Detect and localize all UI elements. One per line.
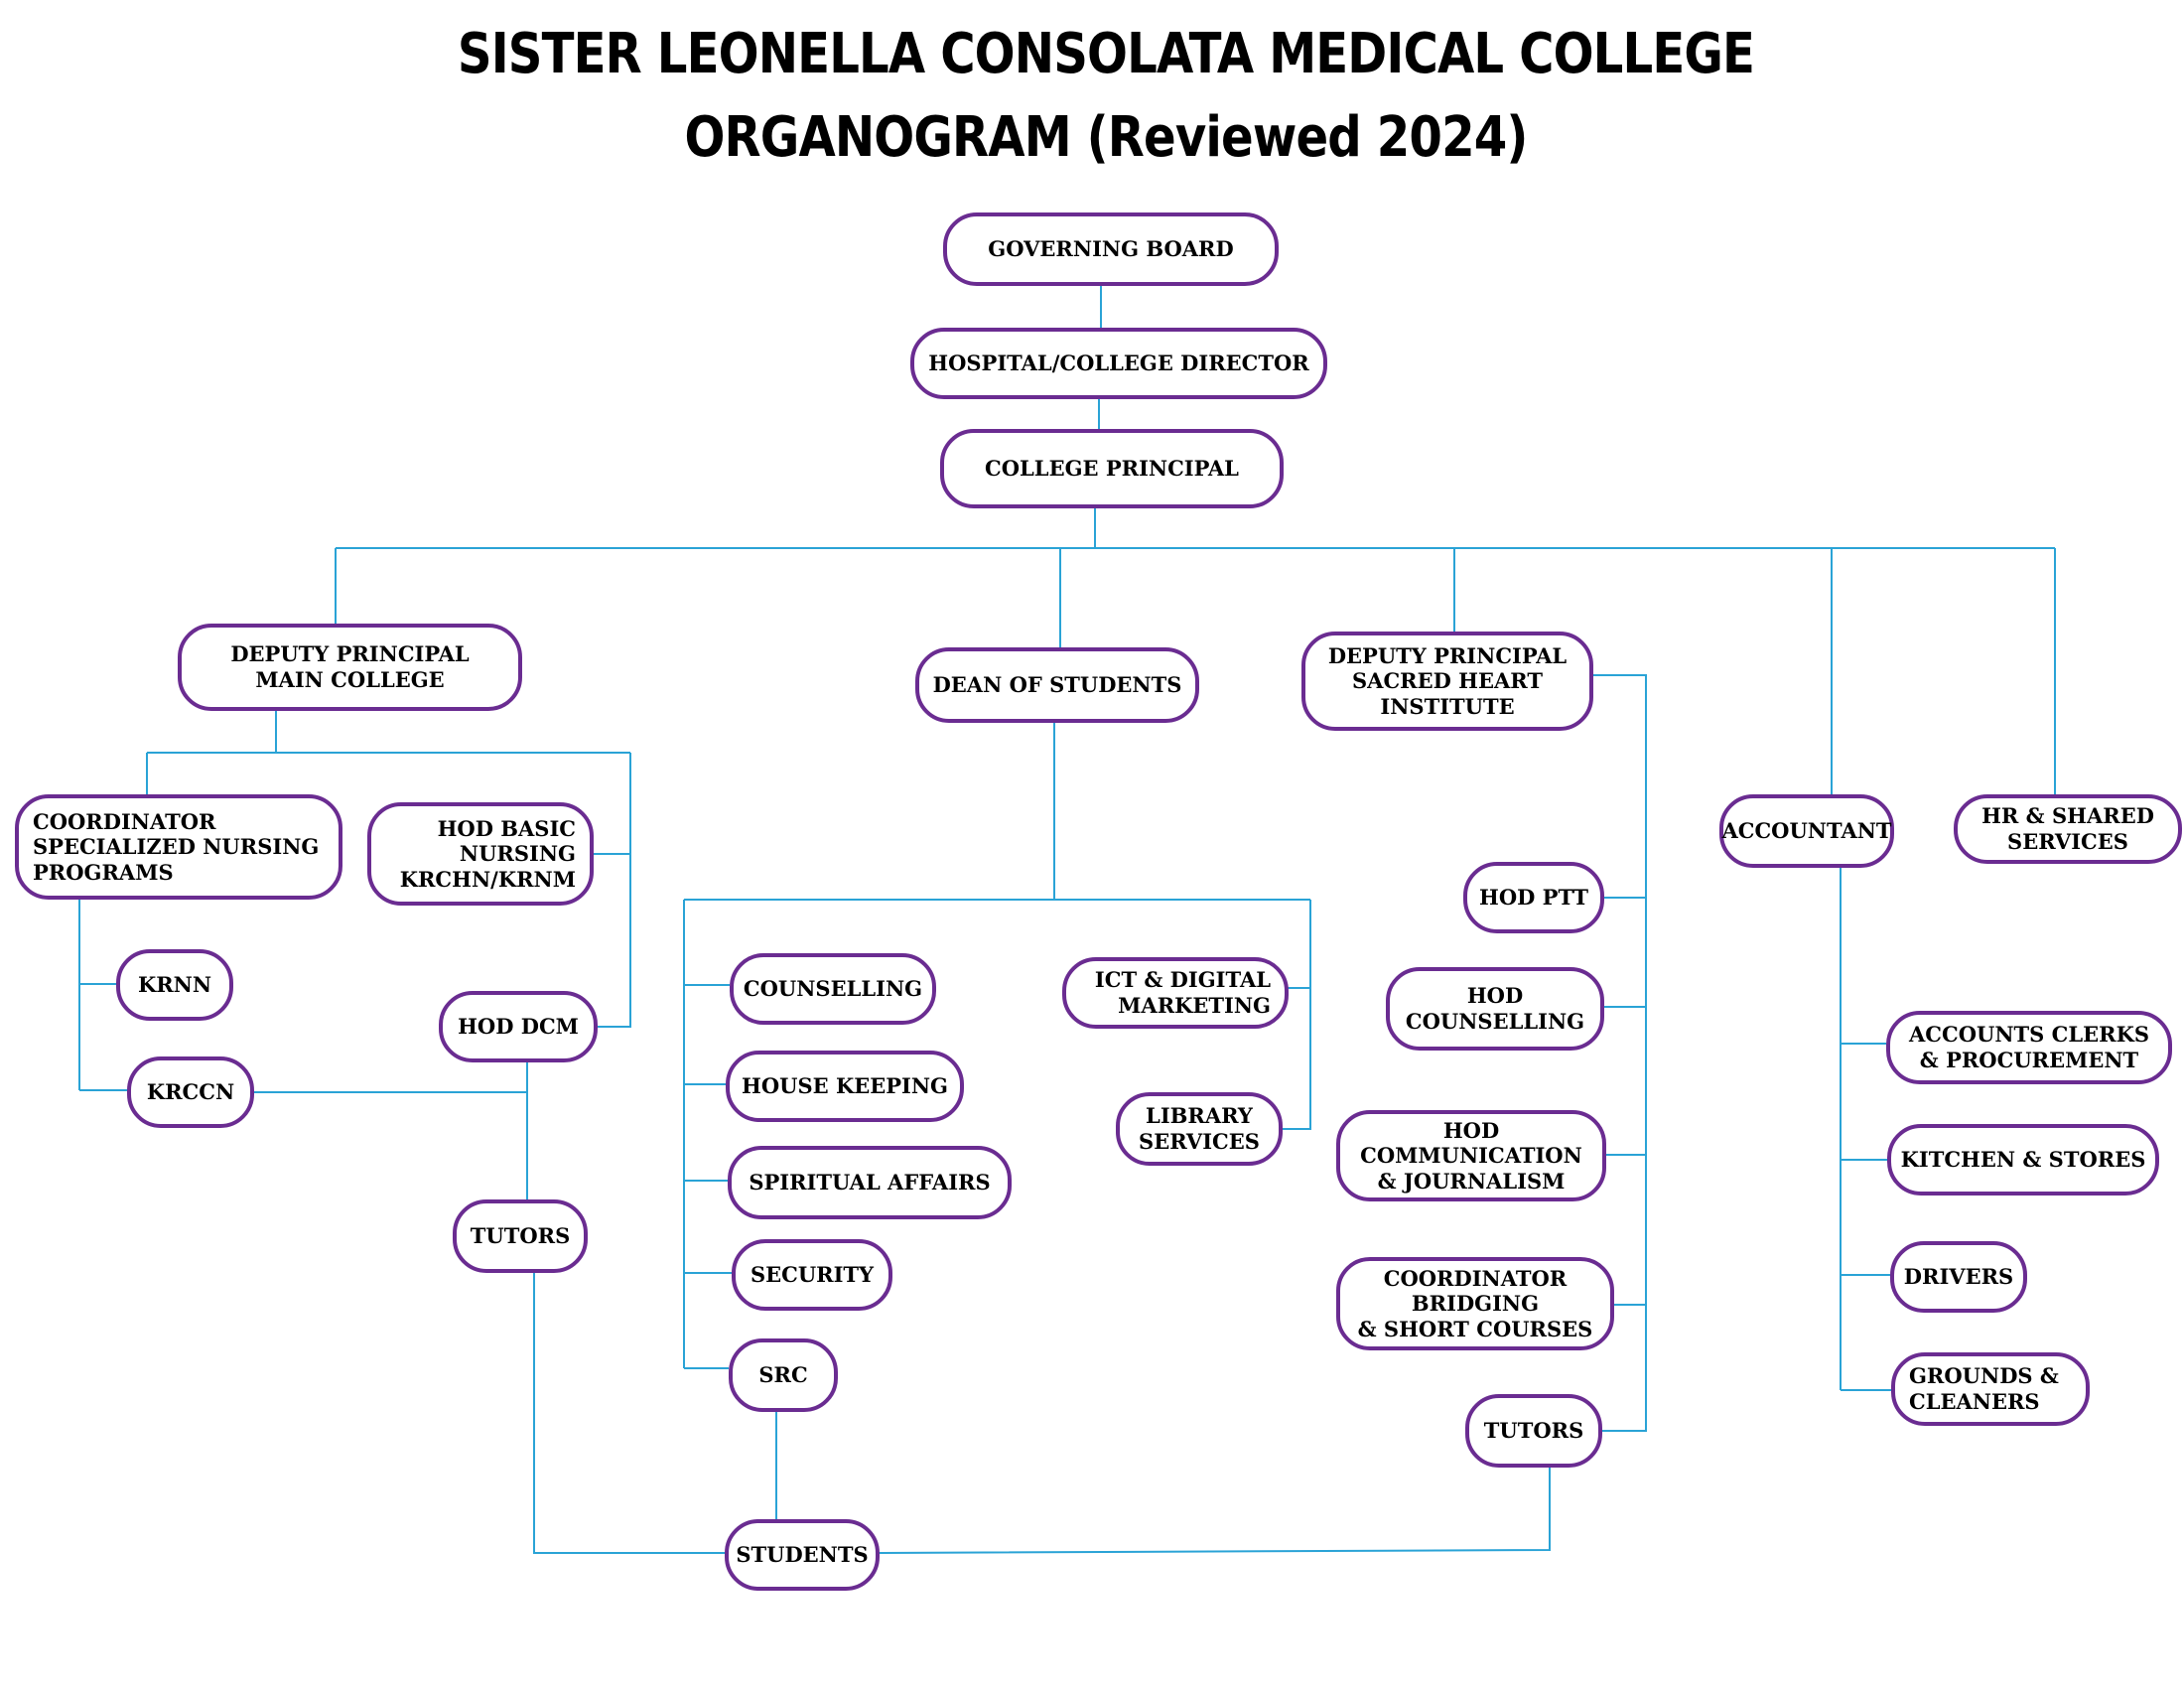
node-library-services: LIBRARY SERVICES — [1116, 1092, 1283, 1166]
node-deputy-principal-main-college: DEPUTY PRINCIPAL MAIN COLLEGE — [178, 624, 522, 711]
node-krccn: KRCCN — [127, 1056, 254, 1128]
node-students: STUDENTS — [725, 1519, 880, 1591]
node-coordinator-specialized-nursing: COORDINATOR SPECIALIZED NURSING PROGRAMS — [15, 794, 342, 900]
node-house-keeping: HOUSE KEEPING — [726, 1051, 964, 1122]
node-tutors-sacred-heart: TUTORS — [1465, 1394, 1602, 1468]
node-src: SRC — [729, 1338, 838, 1412]
node-spiritual-affairs: SPIRITUAL AFFAIRS — [728, 1146, 1012, 1219]
node-security: SECURITY — [732, 1239, 892, 1311]
node-accounts-clerks-procurement: ACCOUNTS CLERKS & PROCUREMENT — [1886, 1011, 2172, 1084]
node-deputy-principal-sacred-heart: DEPUTY PRINCIPAL SACRED HEART INSTITUTE — [1301, 632, 1593, 731]
node-accountant: ACCOUNTANT — [1719, 794, 1894, 868]
node-counselling: COUNSELLING — [730, 953, 936, 1025]
chart-title-line-1: SISTER LEONELLA CONSOLATA MEDICAL COLLEG… — [457, 22, 1755, 86]
node-tutors-main-college: TUTORS — [453, 1199, 588, 1273]
chart-title-line-2: ORGANOGRAM (Reviewed 2024) — [684, 105, 1528, 170]
node-kitchen-stores: KITCHEN & STORES — [1887, 1124, 2159, 1196]
node-drivers: DRIVERS — [1890, 1241, 2027, 1313]
node-hospital-college-director: HOSPITAL/COLLEGE DIRECTOR — [910, 328, 1327, 399]
node-college-principal: COLLEGE PRINCIPAL — [940, 429, 1284, 508]
node-krnn: KRNN — [116, 949, 233, 1021]
node-governing-board: GOVERNING BOARD — [943, 212, 1279, 286]
node-hr-shared-services: HR & SHARED SERVICES — [1954, 794, 2182, 864]
node-hod-dcm: HOD DCM — [439, 991, 598, 1062]
node-hod-ptt: HOD PTT — [1463, 862, 1604, 933]
node-ict-digital-marketing: ICT & DIGITAL MARKETING — [1062, 957, 1289, 1029]
node-dean-of-students: DEAN OF STUDENTS — [915, 647, 1199, 723]
node-grounds-cleaners: GROUNDS & CLEANERS — [1891, 1352, 2090, 1426]
node-coordinator-bridging-short-courses: COORDINATOR BRIDGING & SHORT COURSES — [1336, 1257, 1614, 1350]
node-hod-basic-nursing: HOD BASIC NURSING KRCHN/KRNM — [367, 802, 594, 906]
node-hod-counselling: HOD COUNSELLING — [1386, 967, 1604, 1051]
node-hod-communication-journalism: HOD COMMUNICATION & JOURNALISM — [1336, 1110, 1606, 1201]
